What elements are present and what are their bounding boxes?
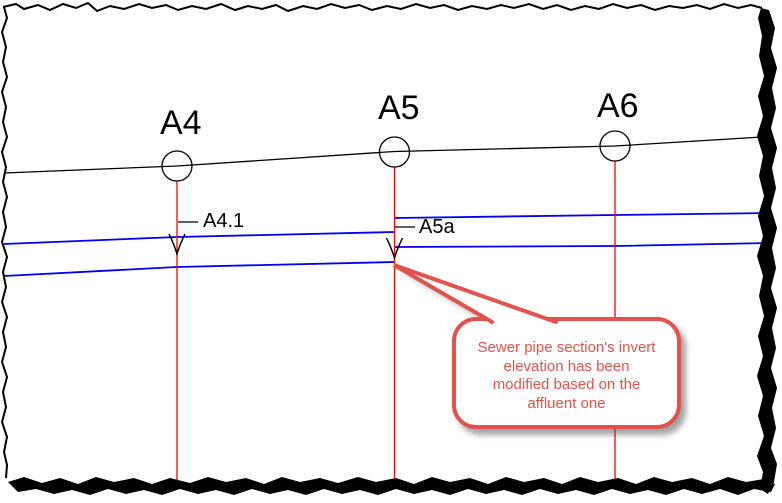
callout-text-line: Sewer pipe section's invert	[477, 339, 656, 356]
pipe-crown-left	[3, 231, 395, 245]
drop-arrow-a4-icon	[168, 233, 186, 257]
torn-edge-top	[2, 1, 763, 13]
torn-edge-bottom	[8, 477, 775, 495]
ground-line	[3, 136, 763, 174]
manhole-label-a5: A5	[378, 89, 420, 127]
torn-edge-left	[0, 6, 9, 479]
pipe-invert-left	[3, 261, 395, 277]
callout-bubble: Sewer pipe section's invert elevation ha…	[452, 317, 681, 429]
manhole-circle-a6	[599, 130, 631, 162]
drop-arrow-a5-icon	[385, 237, 404, 261]
pipe-invert-right	[394, 242, 771, 248]
callout-text-line: modified based on the	[492, 376, 641, 393]
callout-text-line: affluent one	[527, 394, 606, 412]
manhole-label-a6: A6	[597, 87, 639, 125]
branch-label-a5a: A5a	[419, 216, 455, 238]
manhole-circle-a5	[378, 136, 411, 168]
manhole-label-a4: A4	[160, 104, 202, 142]
manhole-circle-a4	[161, 150, 193, 182]
torn-edge-right	[757, 8, 777, 494]
branch-label-a4-1: A4.1	[203, 210, 245, 232]
callout-text-line: elevation has been	[503, 357, 630, 375]
